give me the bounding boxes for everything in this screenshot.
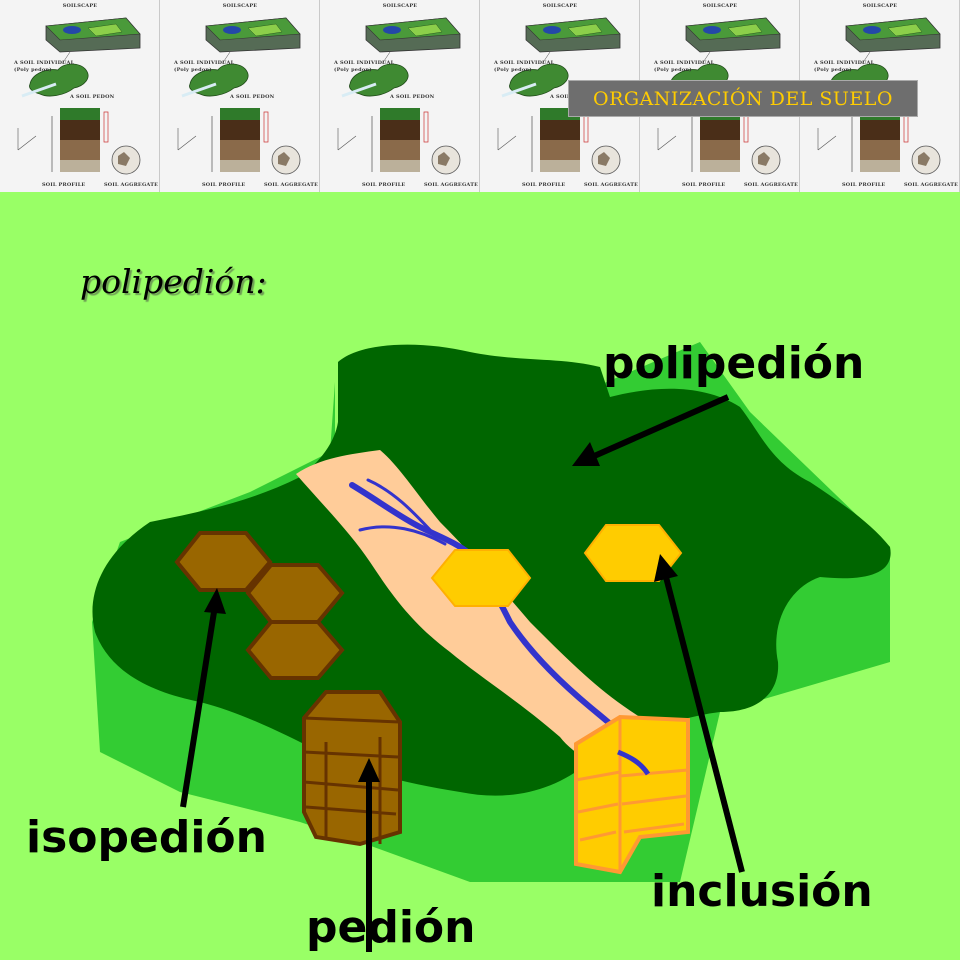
caption-soilscape: SOILSCAPE [222,3,258,9]
caption-individual: A SOIL INDIVIDUAL(Poly pedon) [654,60,715,73]
polypedon-diagram [92,342,891,952]
inclusion-block [574,714,690,875]
caption-individual: A SOIL INDIVIDUAL(Poly pedon) [334,60,395,73]
caption-profile: SOIL PROFILE [682,182,726,188]
caption-individual: A SOIL INDIVIDUAL(Poly pedon) [494,60,555,73]
caption-soilscape: SOILSCAPE [542,3,578,9]
caption-aggregate: SOIL AGGREGATE [744,182,799,188]
slide-title: ORGANIZACIÓN DEL SUELO [593,87,893,110]
label-polipedion: polipedión [603,338,865,389]
caption-pedon: A SOIL PEDON [230,94,275,100]
caption-soilscape: SOILSCAPE [702,3,738,9]
caption-individual: A SOIL INDIVIDUAL(Poly pedon) [174,60,235,73]
river-band [296,450,680,797]
inclusion-hexagons [430,524,683,607]
caption-profile: SOIL PROFILE [362,182,406,188]
label-pedion: pedión [306,902,476,953]
caption-profile: SOIL PROFILE [42,182,86,188]
slide-subtitle: polipedión: [80,262,267,301]
caption-aggregate: SOIL AGGREGATE [904,182,959,188]
soil-organization-thumbnail: SOILSCAPE A SOIL INDIVIDUAL(Poly pedon) A … [160,0,320,192]
caption-pedon: A SOIL PEDON [390,94,435,100]
caption-profile: SOIL PROFILE [842,182,886,188]
soil-organization-thumbnail: SOILSCAPE A SOIL INDIVIDUAL(Poly pedon) A … [320,0,480,192]
caption-profile: SOIL PROFILE [522,182,566,188]
caption-aggregate: SOIL AGGREGATE [264,182,319,188]
soil-organization-thumbnail: SOILSCAPE A SOIL INDIVIDUAL(Poly pedon) A … [0,0,160,192]
caption-aggregate: SOIL AGGREGATE [584,182,639,188]
caption-individual: A SOIL INDIVIDUAL(Poly pedon) [14,60,75,73]
caption-soilscape: SOILSCAPE [62,3,98,9]
caption-aggregate: SOIL AGGREGATE [424,182,479,188]
pedon-prism [302,690,402,847]
caption-pedon: A SOIL PEDON [70,94,115,100]
isopedon-hexagons [174,531,345,680]
title-box: ORGANIZACIÓN DEL SUELO [568,80,918,117]
caption-aggregate: SOIL AGGREGATE [104,182,159,188]
caption-soilscape: SOILSCAPE [382,3,418,9]
label-inclusion: inclusión [651,866,873,917]
caption-soilscape: SOILSCAPE [862,3,898,9]
caption-individual: A SOIL INDIVIDUAL(Poly pedon) [814,60,875,73]
caption-profile: SOIL PROFILE [202,182,246,188]
pointer-arrows [180,394,745,952]
label-isopedion: isopedión [26,812,267,863]
